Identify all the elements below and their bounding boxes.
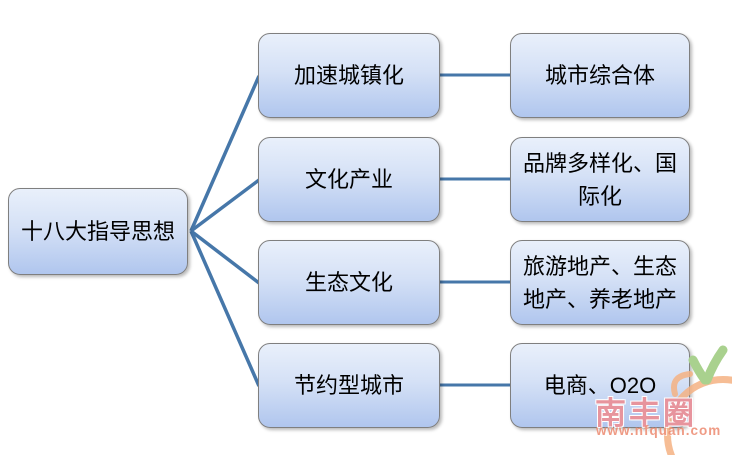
- node-leaf-2: 品牌多样化、国际化: [510, 137, 690, 222]
- connector-root-branch-2: [189, 178, 261, 233]
- node-leaf-4-label: 电商、O2O: [543, 373, 657, 398]
- node-root: 十八大指导思想: [8, 188, 188, 275]
- node-leaf-2-label: 品牌多样化、国际化: [522, 150, 677, 209]
- node-leaf-4: 电商、O2O: [510, 343, 690, 428]
- node-branch-2-label: 文化产业: [304, 167, 393, 192]
- node-leaf-1: 城市综合体: [510, 33, 690, 118]
- node-root-label: 十八大指导思想: [20, 219, 175, 244]
- node-leaf-1-label: 城市综合体: [544, 63, 655, 88]
- connector-root-branch-4: [189, 230, 261, 387]
- node-branch-1: 加速城镇化: [258, 33, 440, 118]
- node-branch-2: 文化产业: [258, 137, 440, 222]
- watermark-leaf-icon: [688, 345, 728, 385]
- node-leaf-3-label: 旅游地产、生态地产、养老地产: [522, 253, 677, 312]
- node-branch-3: 生态文化: [258, 240, 440, 325]
- connector-root-branch-1: [189, 75, 261, 232]
- node-branch-1-label: 加速城镇化: [293, 63, 404, 88]
- node-branch-3-label: 生态文化: [304, 270, 393, 295]
- node-branch-4-label: 节约型城市: [293, 373, 404, 398]
- connector-root-branch-3: [189, 229, 261, 285]
- node-branch-4: 节约型城市: [258, 343, 440, 428]
- node-leaf-3: 旅游地产、生态地产、养老地产: [510, 240, 690, 325]
